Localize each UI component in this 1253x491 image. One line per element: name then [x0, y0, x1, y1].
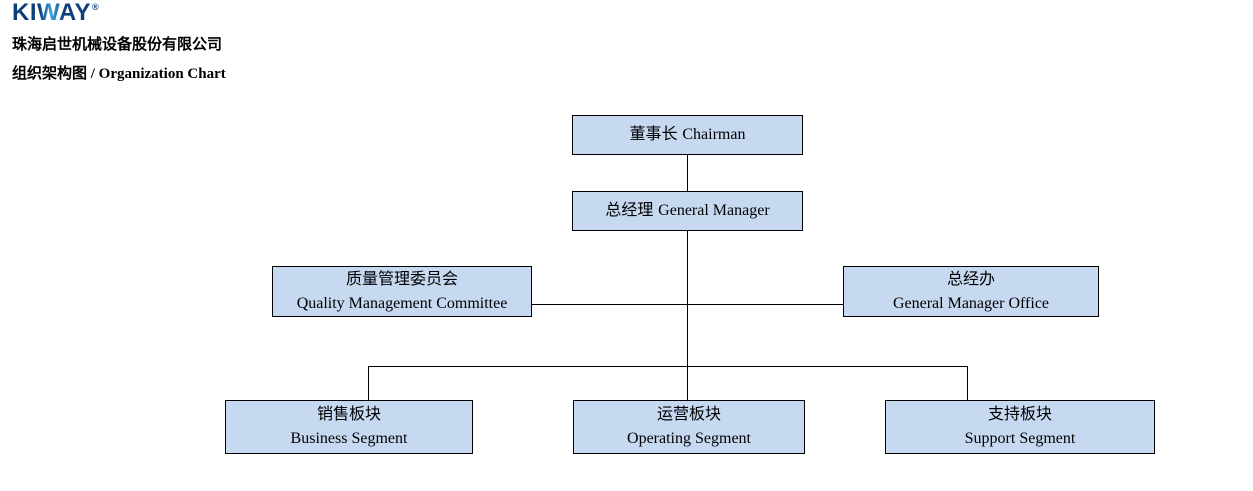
node-quality-management-committee: 质量管理委员会 Quality Management Committee	[272, 266, 532, 317]
connector-segments-bar	[368, 366, 968, 367]
node-general-manager-label-zh: 总经理	[605, 202, 654, 219]
node-gm-office-label-en: General Manager Office	[892, 294, 1050, 312]
registered-trademark-icon: ®	[91, 2, 99, 12]
node-business-segment-label-zh: 销售板块	[316, 406, 381, 423]
node-support-segment-label-zh: 支持板块	[987, 406, 1052, 423]
node-qmc-label-zh: 质量管理委员会	[345, 270, 458, 288]
node-support-segment-label-en: Support Segment	[964, 430, 1076, 447]
connector-qmc-to-gm-office	[532, 304, 843, 305]
company-name: 珠海启世机械设备股份有限公司	[12, 37, 223, 53]
node-chairman-label-en: Chairman	[682, 126, 746, 143]
node-operating-segment-label-en: Operating Segment	[627, 430, 751, 447]
connector-drop-support	[967, 366, 968, 400]
kiway-logo: KIWAY®	[12, 0, 99, 26]
node-qmc-label-en: Quality Management Committee	[296, 294, 508, 312]
node-operating-segment-label-zh: 运营板块	[656, 406, 721, 423]
connector-trunk	[687, 231, 688, 400]
node-support-segment: 支持板块 Support Segment	[885, 400, 1155, 454]
page-title: 组织架构图 / Organization Chart	[12, 66, 226, 82]
node-chairman: 董事长 Chairman	[572, 115, 803, 155]
node-business-segment: 销售板块 Business Segment	[225, 400, 473, 454]
node-gm-office-label-zh: 总经办	[946, 270, 995, 288]
node-business-segment-label-en: Business Segment	[290, 430, 408, 447]
kiway-logo-text: KIWAY	[12, 0, 91, 26]
connector-drop-business	[368, 366, 369, 400]
node-general-manager: 总经理 General Manager	[572, 191, 803, 231]
node-general-manager-office: 总经办 General Manager Office	[843, 266, 1099, 317]
node-chairman-label-zh: 董事长	[629, 126, 678, 143]
node-operating-segment: 运营板块 Operating Segment	[573, 400, 805, 454]
connector-chairman-to-gm	[687, 155, 688, 191]
node-general-manager-label-en: General Manager	[658, 202, 770, 219]
